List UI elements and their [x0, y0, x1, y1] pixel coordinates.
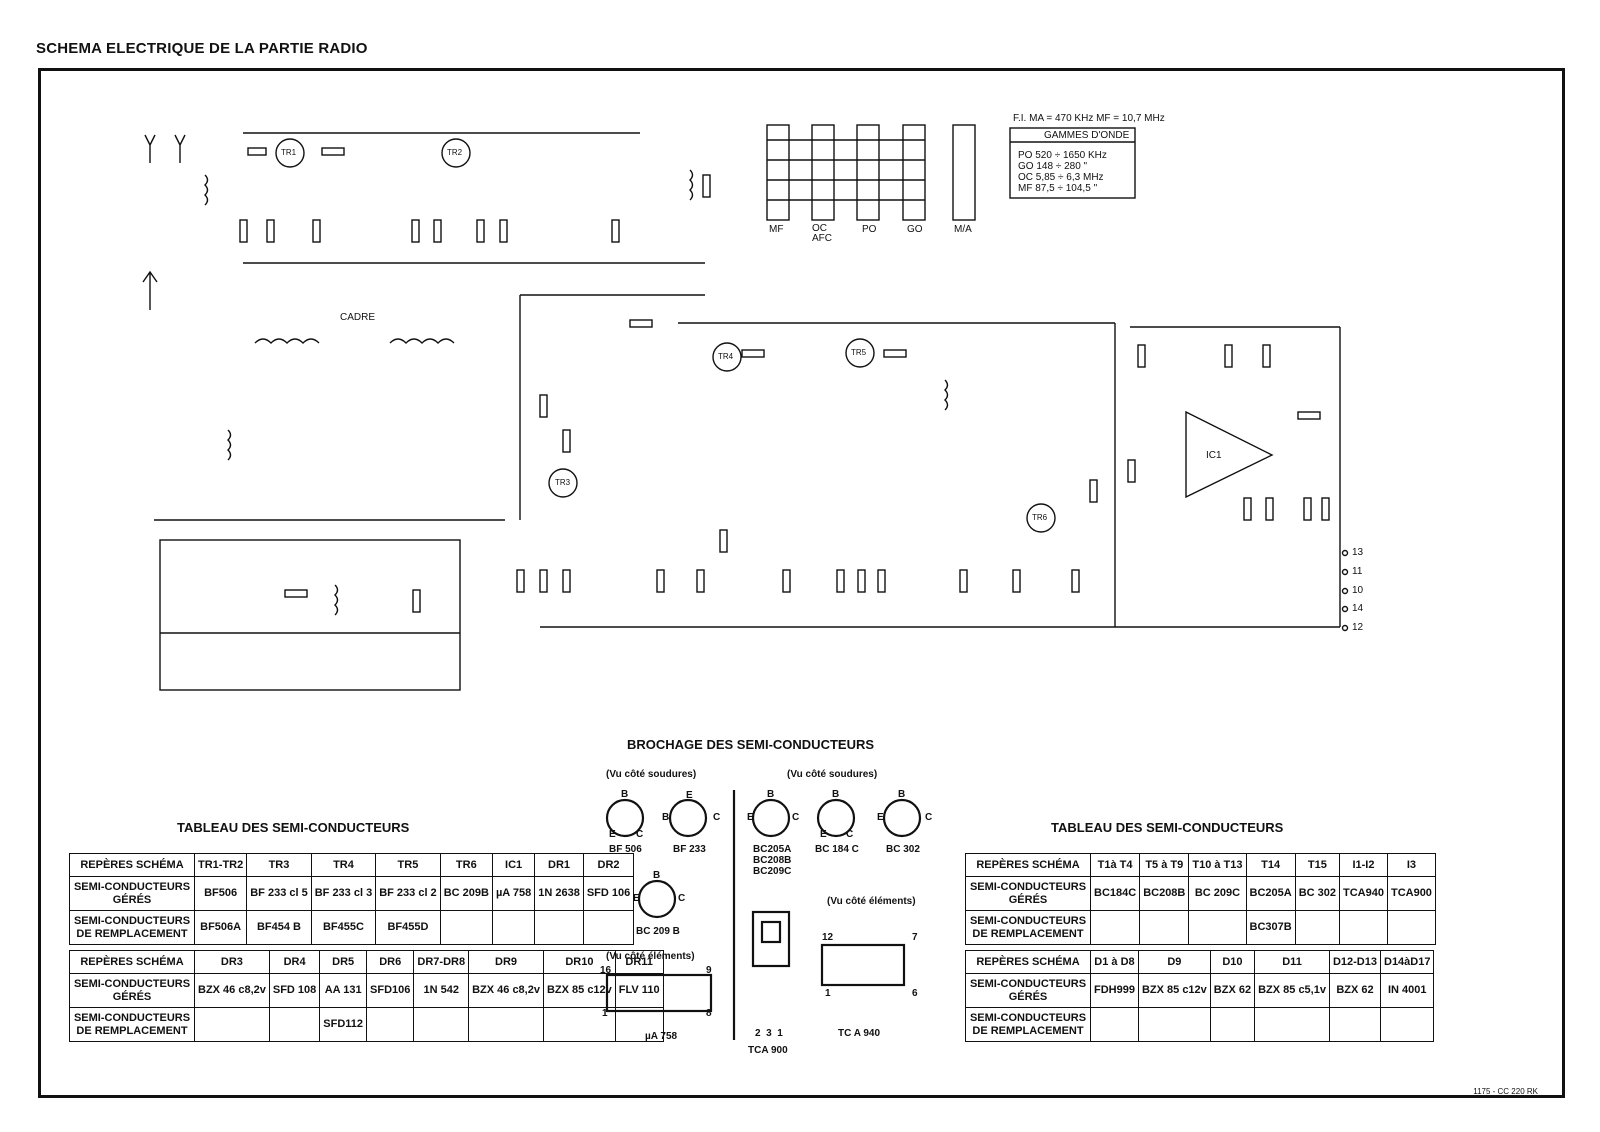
tr1-symbol [275, 138, 305, 168]
tr3-label: TR3 [555, 478, 571, 487]
gammes-title: GAMMES D'ONDE [1044, 130, 1130, 141]
bc302-pin-e: E [877, 812, 884, 823]
bc184-pin-c: C [846, 829, 854, 840]
view-soudures-left: (Vu côté soudures) [606, 769, 697, 780]
switch-label-ma: M/A [954, 224, 972, 235]
page-title: SCHEMA ELECTRIQUE DE LA PARTIE RADIO [36, 40, 368, 57]
connector-11: 11 [1352, 566, 1363, 577]
bc184-pin-e: E [820, 829, 827, 840]
bc209-pin-e: E [633, 893, 640, 904]
right-table-title: TABLEAU DES SEMI-CONDUCTEURS [1051, 820, 1284, 835]
table-row: SEMI-CONDUCTEURS GÉRÉS BC184C BC208B BC … [965, 876, 1436, 911]
tca940-name: TC A 940 [838, 1028, 881, 1039]
tr1-label: TR1 [281, 148, 297, 157]
tca940-pin-1: 1 [825, 988, 831, 999]
gammes-list: PO 520 ÷ 1650 KHz GO 148 ÷ 280 " OC 5,85… [1018, 150, 1107, 194]
bf233-pin-b: B [662, 812, 670, 823]
bf233-name: BF 233 [673, 844, 706, 855]
table-row: REPÈRES SCHÉMA D1 à D8 D9 D10 D11 D12-D1… [965, 950, 1435, 974]
bf506-name: BF 506 [609, 844, 642, 855]
right-semi-table-top: REPÈRES SCHÉMA T1à T4 T5 à T9 T10 à T13 … [965, 853, 1436, 945]
tr5-symbol [845, 338, 875, 368]
connector-10: 10 [1352, 585, 1364, 596]
component-sketch [239, 147, 1330, 613]
table-row: SEMI-CONDUCTEURS GÉRÉS BZX 46 c8,2v SFD … [69, 973, 664, 1008]
table-row: SEMI-CONDUCTEURS DE REMPLACEMENT BF506A … [69, 910, 635, 945]
switch-grid [766, 124, 976, 221]
table-row: SEMI-CONDUCTEURS DE REMPLACEMENT SFD112 [69, 1007, 664, 1042]
tr4-symbol [712, 342, 742, 372]
left-table-title: TABLEAU DES SEMI-CONDUCTEURS [177, 820, 410, 835]
fi-line: F.I. MA = 470 KHz MF = 10,7 MHz [1013, 113, 1165, 124]
schematic-frame [38, 68, 1565, 1098]
tr6-label: TR6 [1032, 513, 1048, 522]
table-row: SEMI-CONDUCTEURS DE REMPLACEMENT BC307B [965, 910, 1436, 945]
reference-code: 1175 - CC 220 RK [1473, 1087, 1538, 1096]
left-semi-table-bottom: REPÈRES SCHÉMA DR3 DR4 DR5 DR6 DR7-DR8 D… [69, 950, 664, 1042]
view-elements-right: (Vu côté éléments) [827, 896, 916, 907]
tca940-pin-7: 7 [912, 932, 918, 943]
connector-13: 13 [1352, 547, 1364, 558]
ua758-pin-8: 8 [706, 1008, 712, 1019]
ua758-pin-9: 9 [706, 965, 712, 976]
bf233-pin-c: C [713, 812, 721, 823]
table-row: SEMI-CONDUCTEURS GÉRÉS FDH999 BZX 85 c12… [965, 973, 1435, 1008]
bf506-pin-b: B [621, 789, 629, 800]
tr4-label: TR4 [718, 352, 734, 361]
bc209-name: BC 209 B [636, 926, 680, 937]
bc302-name: BC 302 [886, 844, 920, 855]
tca900-name: TCA 900 [748, 1045, 788, 1056]
table-row: REPÈRES SCHÉMA TR1-TR2 TR3 TR4 TR5 TR6 I… [69, 853, 635, 877]
tr6-symbol [1026, 503, 1056, 533]
bc205-pin-e: E [747, 812, 754, 823]
table-row: REPÈRES SCHÉMA T1à T4 T5 à T9 T10 à T13 … [965, 853, 1436, 877]
bf233-pin-e: E [686, 790, 693, 801]
left-semi-table-top: REPÈRES SCHÉMA TR1-TR2 TR3 TR4 TR5 TR6 I… [69, 853, 635, 945]
bc205-pin-b: B [767, 789, 775, 800]
tca940-pin-12: 12 [822, 932, 834, 943]
tca900-pins: 2 3 1 [755, 1028, 783, 1039]
bf506-pin-e: E [609, 829, 616, 840]
table-row: SEMI-CONDUCTEURS DE REMPLACEMENT [965, 1007, 1435, 1042]
tca940-pin-6: 6 [912, 988, 918, 999]
bc302-pin-b: B [898, 789, 906, 800]
right-semi-table-bottom: REPÈRES SCHÉMA D1 à D8 D9 D10 D11 D12-D1… [965, 950, 1435, 1042]
bc184-pin-b: B [832, 789, 840, 800]
tr2-label: TR2 [447, 148, 463, 157]
connector-14: 14 [1352, 603, 1364, 614]
bc184-name: BC 184 C [815, 844, 859, 855]
table-row: REPÈRES SCHÉMA DR3 DR4 DR5 DR6 DR7-DR8 D… [69, 950, 664, 974]
pinout-drawings [605, 790, 922, 1040]
switch-label-go: GO [907, 224, 923, 235]
ic1-label: IC1 [1206, 450, 1222, 461]
bc209-pin-b: B [653, 870, 661, 881]
connector-12: 12 [1352, 622, 1364, 633]
tr2-symbol [441, 138, 471, 168]
switch-label-po: PO [862, 224, 877, 235]
switch-label-mf: MF [769, 224, 784, 235]
bc302-pin-c: C [925, 812, 933, 823]
tr5-label: TR5 [851, 348, 867, 357]
cadre-label: CADRE [340, 312, 376, 323]
ic1-symbol [1185, 410, 1274, 499]
output-connectors [1341, 549, 1349, 632]
table-row: SEMI-CONDUCTEURS GÉRÉS BF506 BF 233 cl 5… [69, 876, 635, 911]
bf506-pin-c: C [636, 829, 644, 840]
view-soudures-right: (Vu côté soudures) [787, 769, 878, 780]
bc205-pin-c: C [792, 812, 800, 823]
bc205-names: BC205A BC208B BC209C [753, 844, 792, 877]
bc209-pin-c: C [678, 893, 686, 904]
brochage-title: BROCHAGE DES SEMI-CONDUCTEURS [627, 737, 875, 752]
tr3-symbol [548, 468, 578, 498]
switch-label-oc-afc: OC AFC [812, 223, 832, 244]
gammes-box [1009, 127, 1136, 199]
